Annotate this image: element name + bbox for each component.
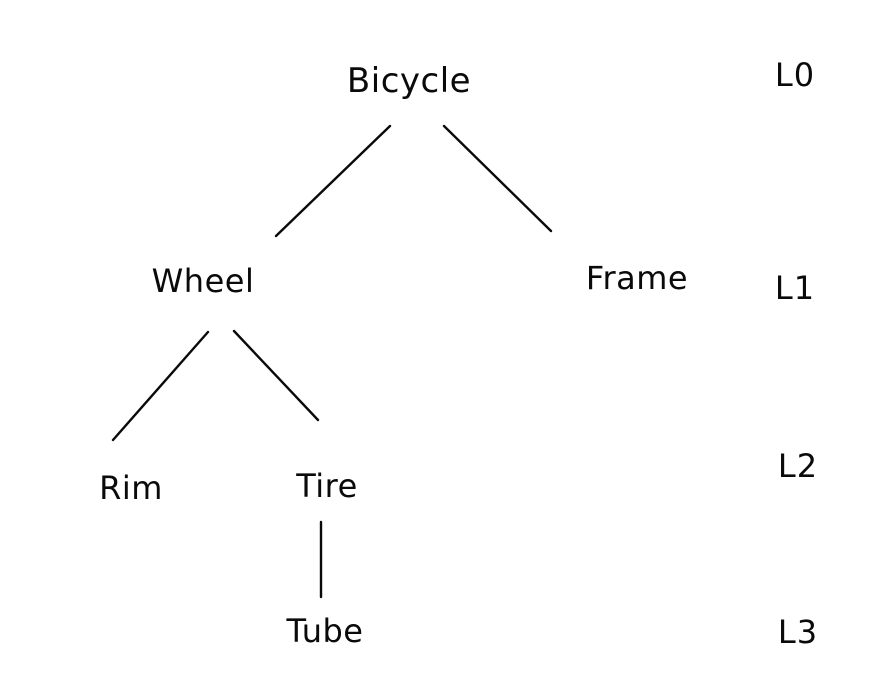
level-label-l3: L3 xyxy=(777,613,819,651)
node-tube[interactable]: Tube xyxy=(286,612,364,650)
edge-bicycle-wheel xyxy=(274,124,392,238)
level-label-l1: L1 xyxy=(774,269,816,307)
edge-bicycle-frame xyxy=(442,124,553,233)
node-bicycle[interactable]: Bicycle xyxy=(346,61,472,101)
edge-wheel-rim xyxy=(111,330,210,442)
level-label-l2: L2 xyxy=(777,447,819,485)
node-tire[interactable]: Tire xyxy=(296,467,358,505)
node-frame[interactable]: Frame xyxy=(585,259,689,297)
node-rim[interactable]: Rim xyxy=(99,469,163,507)
level-label-l0: L0 xyxy=(774,56,816,94)
node-wheel[interactable]: Wheel xyxy=(151,262,255,300)
edge-wheel-tire xyxy=(232,329,320,422)
edges-group xyxy=(111,124,553,599)
